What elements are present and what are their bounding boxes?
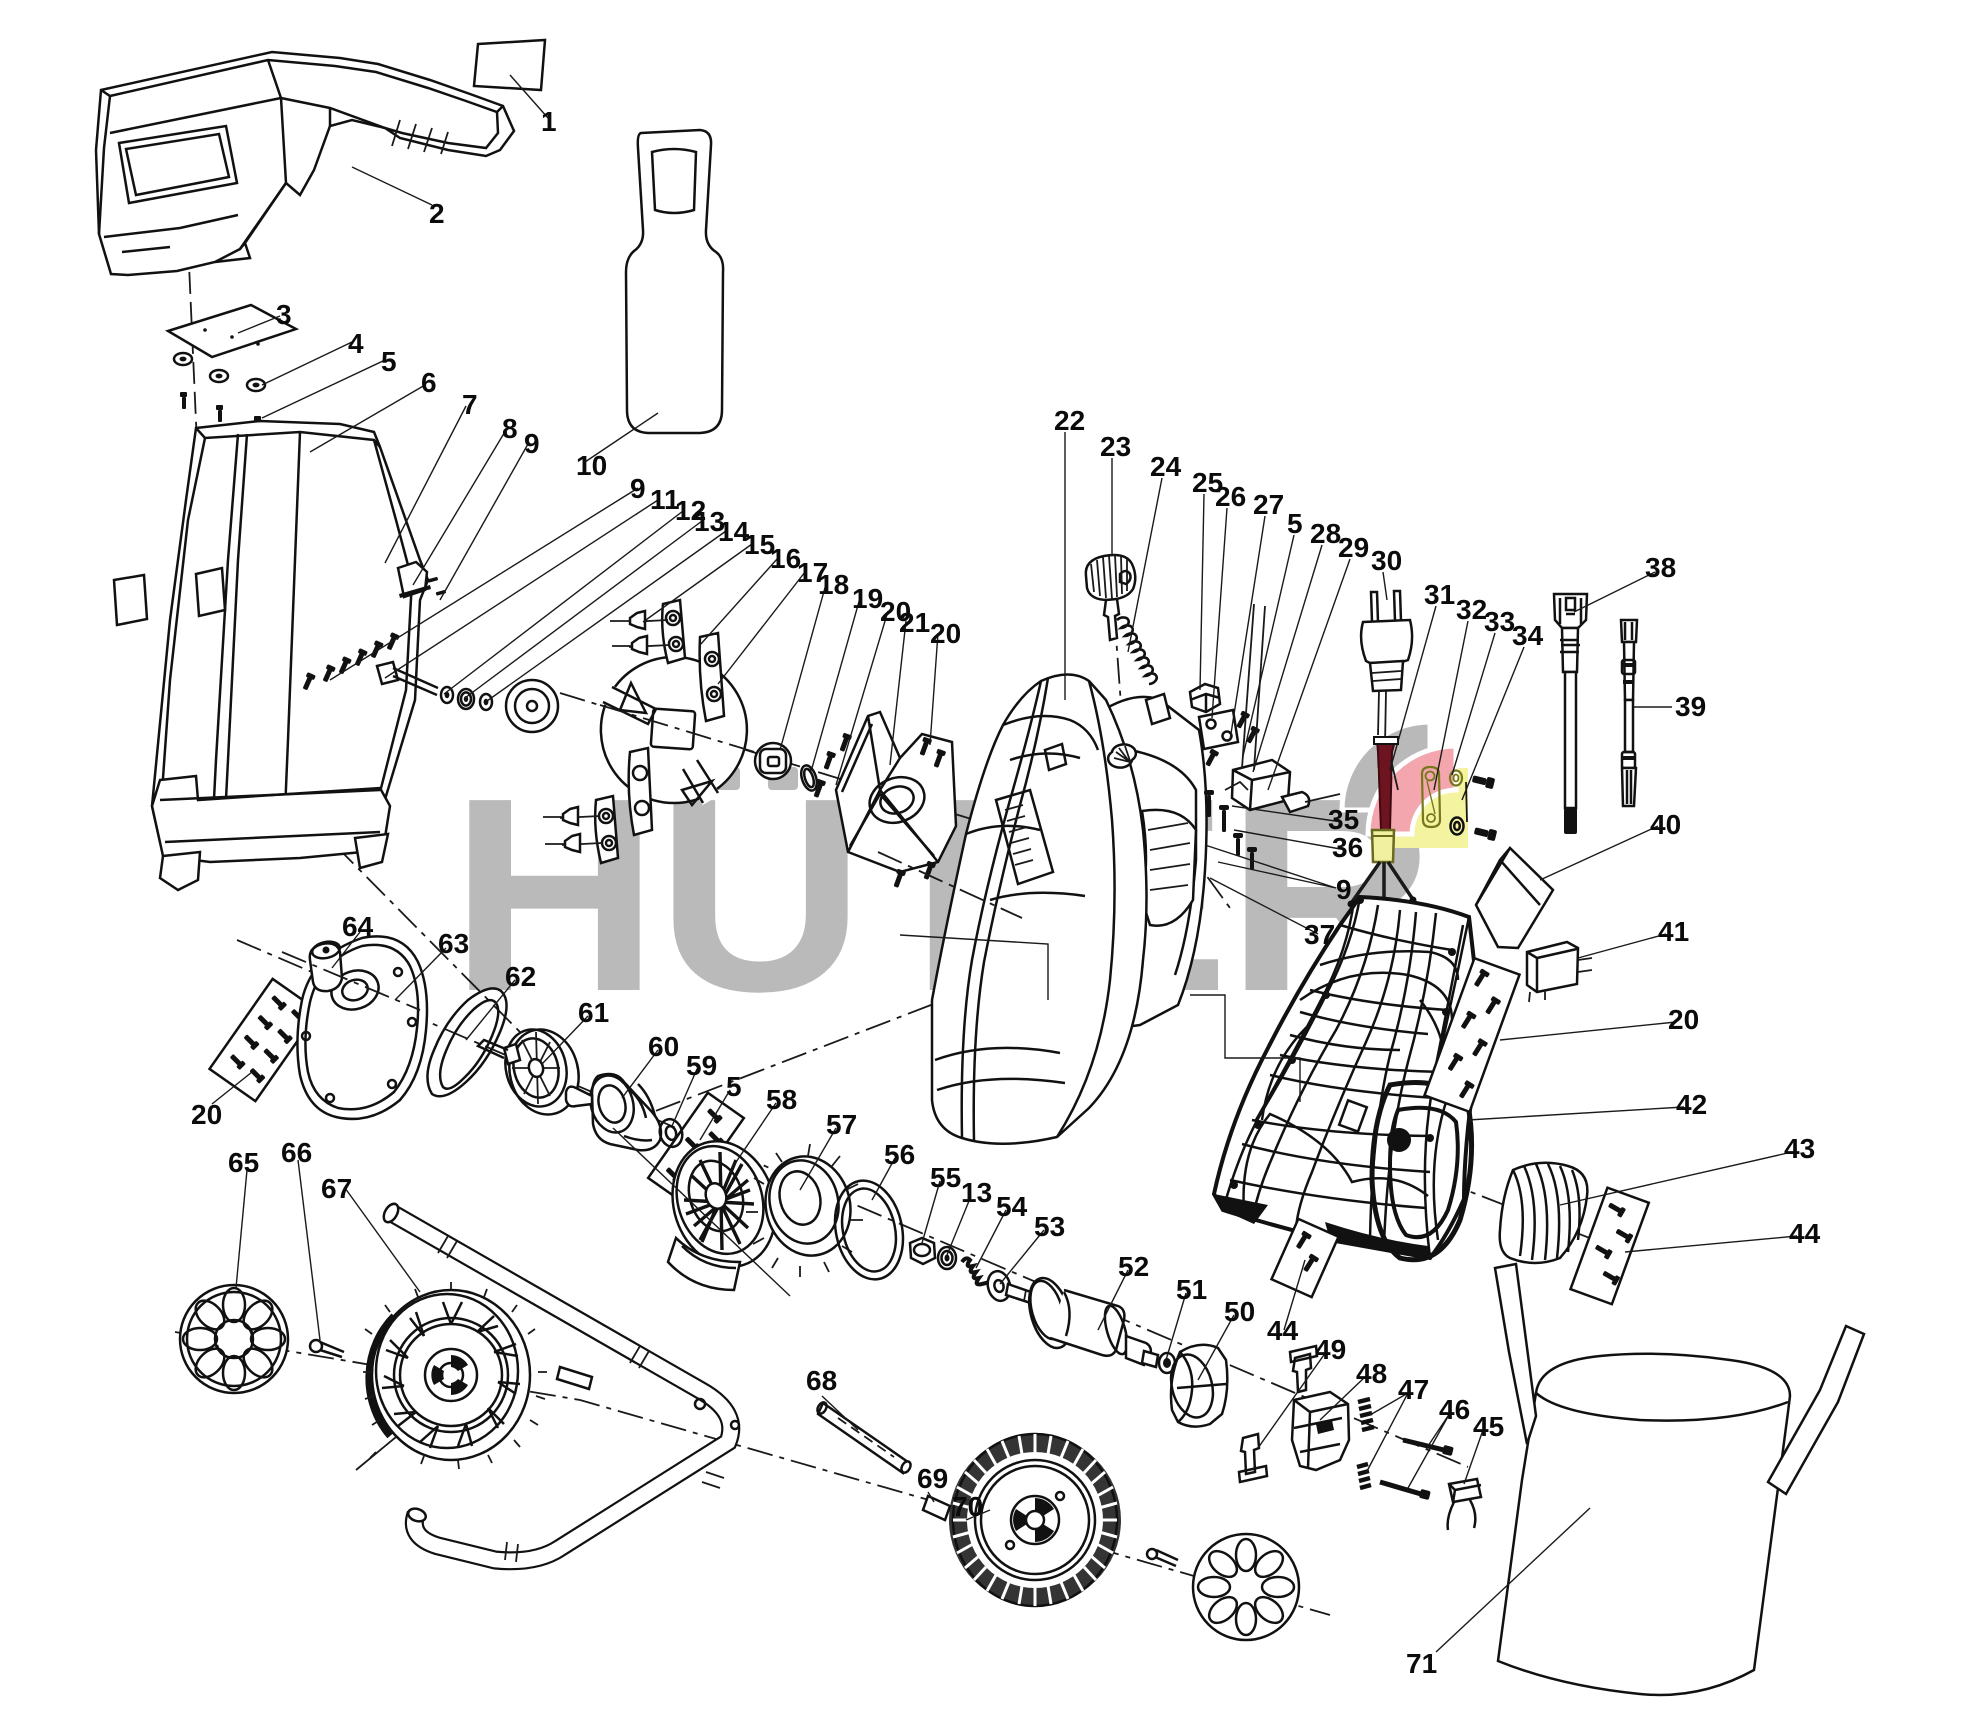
svg-text:37: 37: [1304, 919, 1335, 950]
svg-text:40: 40: [1650, 809, 1681, 840]
svg-text:20: 20: [880, 596, 911, 627]
svg-text:69: 69: [917, 1463, 948, 1494]
svg-text:56: 56: [884, 1139, 915, 1170]
svg-text:9: 9: [524, 428, 540, 459]
svg-text:68: 68: [806, 1365, 837, 1396]
svg-text:30: 30: [1371, 545, 1402, 576]
svg-text:26: 26: [1215, 481, 1246, 512]
svg-text:63: 63: [438, 928, 469, 959]
svg-text:60: 60: [648, 1031, 679, 1062]
svg-text:38: 38: [1645, 552, 1676, 583]
svg-text:45: 45: [1473, 1411, 1504, 1442]
svg-text:41: 41: [1658, 916, 1689, 947]
svg-text:18: 18: [818, 569, 849, 600]
svg-text:65: 65: [228, 1147, 259, 1178]
svg-text:35: 35: [1328, 804, 1359, 835]
svg-text:46: 46: [1439, 1394, 1470, 1425]
svg-text:16: 16: [770, 543, 801, 574]
svg-text:12: 12: [675, 495, 706, 526]
svg-text:3: 3: [276, 299, 292, 330]
svg-text:53: 53: [1034, 1211, 1065, 1242]
svg-text:66: 66: [281, 1137, 312, 1168]
svg-text:10: 10: [576, 450, 607, 481]
svg-text:6: 6: [421, 367, 437, 398]
svg-text:54: 54: [996, 1191, 1028, 1222]
svg-text:5: 5: [726, 1071, 742, 1102]
svg-text:55: 55: [930, 1162, 961, 1193]
svg-text:49: 49: [1315, 1334, 1346, 1365]
svg-text:31: 31: [1424, 579, 1455, 610]
svg-text:9: 9: [1336, 874, 1352, 905]
svg-text:21: 21: [899, 607, 930, 638]
svg-text:27: 27: [1253, 489, 1284, 520]
svg-text:17: 17: [797, 557, 828, 588]
svg-text:51: 51: [1176, 1274, 1207, 1305]
svg-text:47: 47: [1398, 1374, 1429, 1405]
svg-text:44: 44: [1789, 1218, 1821, 1249]
svg-text:11: 11: [650, 484, 680, 515]
svg-text:13: 13: [694, 506, 725, 537]
svg-text:48: 48: [1356, 1358, 1387, 1389]
svg-text:62: 62: [505, 961, 536, 992]
svg-text:42: 42: [1676, 1089, 1707, 1120]
svg-text:5: 5: [1287, 508, 1303, 539]
svg-text:8: 8: [502, 413, 518, 444]
svg-text:43: 43: [1784, 1133, 1815, 1164]
svg-text:13: 13: [961, 1177, 992, 1208]
svg-text:67: 67: [321, 1173, 352, 1204]
svg-text:44: 44: [1267, 1315, 1299, 1346]
svg-text:22: 22: [1054, 405, 1085, 436]
svg-text:23: 23: [1100, 431, 1131, 462]
svg-text:9: 9: [630, 473, 646, 504]
svg-text:5: 5: [381, 346, 397, 377]
svg-text:50: 50: [1224, 1296, 1255, 1327]
svg-text:59: 59: [686, 1050, 717, 1081]
svg-text:70: 70: [952, 1491, 983, 1522]
svg-text:4: 4: [348, 328, 364, 359]
svg-text:20: 20: [1668, 1004, 1699, 1035]
svg-text:36: 36: [1332, 832, 1363, 863]
svg-text:71: 71: [1406, 1648, 1437, 1679]
svg-text:15: 15: [744, 529, 775, 560]
svg-text:29: 29: [1338, 532, 1369, 563]
svg-text:52: 52: [1118, 1251, 1149, 1282]
svg-text:24: 24: [1150, 451, 1182, 482]
svg-text:20: 20: [191, 1099, 222, 1130]
svg-text:57: 57: [826, 1109, 857, 1140]
svg-text:34: 34: [1512, 620, 1544, 651]
svg-text:2: 2: [429, 198, 445, 229]
svg-text:25: 25: [1192, 467, 1223, 498]
svg-text:58: 58: [766, 1084, 797, 1115]
svg-text:14: 14: [718, 516, 750, 547]
svg-text:7: 7: [462, 389, 478, 420]
svg-text:20: 20: [930, 618, 961, 649]
svg-text:1: 1: [541, 106, 557, 137]
svg-text:39: 39: [1675, 691, 1706, 722]
svg-text:33: 33: [1484, 606, 1515, 637]
svg-text:19: 19: [852, 583, 883, 614]
svg-text:28: 28: [1310, 518, 1341, 549]
svg-text:64: 64: [342, 911, 374, 942]
svg-text:32: 32: [1456, 594, 1487, 625]
svg-text:61: 61: [578, 997, 609, 1028]
